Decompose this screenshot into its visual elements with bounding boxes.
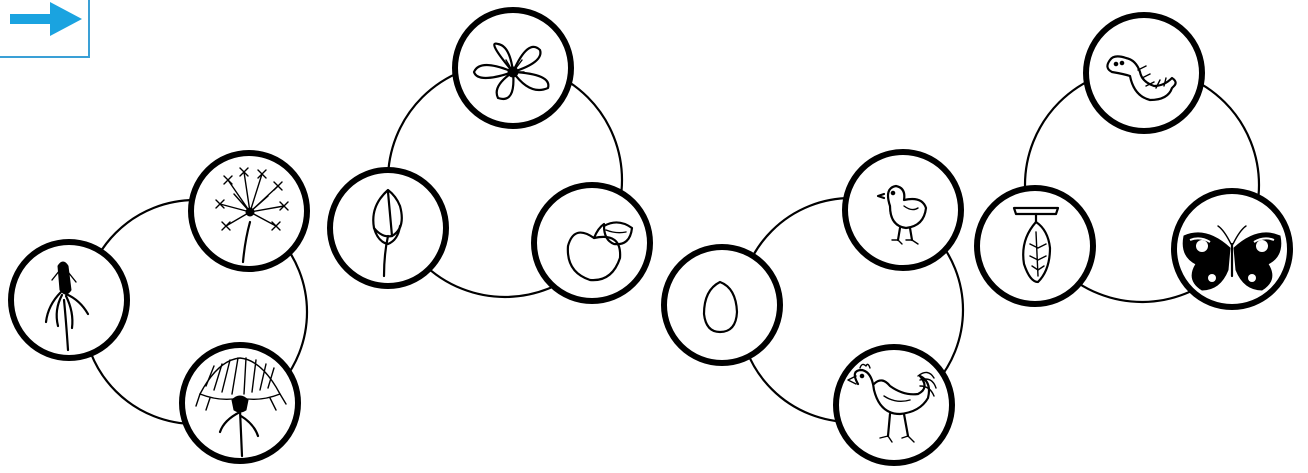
stage-blossom[interactable] bbox=[455, 10, 571, 126]
cycle-butterfly bbox=[977, 15, 1290, 307]
stage-butterfly[interactable] bbox=[1174, 191, 1290, 307]
stage-dandelion-bud[interactable] bbox=[11, 242, 127, 358]
cycle-apple-tree bbox=[330, 10, 650, 301]
stage-egg[interactable] bbox=[664, 247, 780, 363]
stage-caterpillar[interactable] bbox=[1086, 15, 1202, 131]
stage-flower-bud[interactable] bbox=[330, 170, 446, 286]
stage-dandelion-seed-head[interactable] bbox=[191, 153, 307, 269]
stage-hen[interactable] bbox=[836, 347, 952, 463]
stage-chrysalis[interactable] bbox=[977, 188, 1093, 304]
cycle-chicken bbox=[664, 152, 963, 463]
cycle-dandelion bbox=[11, 153, 307, 461]
stage-dandelion-flower[interactable] bbox=[182, 345, 298, 461]
stage-apple[interactable] bbox=[534, 185, 650, 301]
stage-chick[interactable] bbox=[845, 152, 961, 268]
